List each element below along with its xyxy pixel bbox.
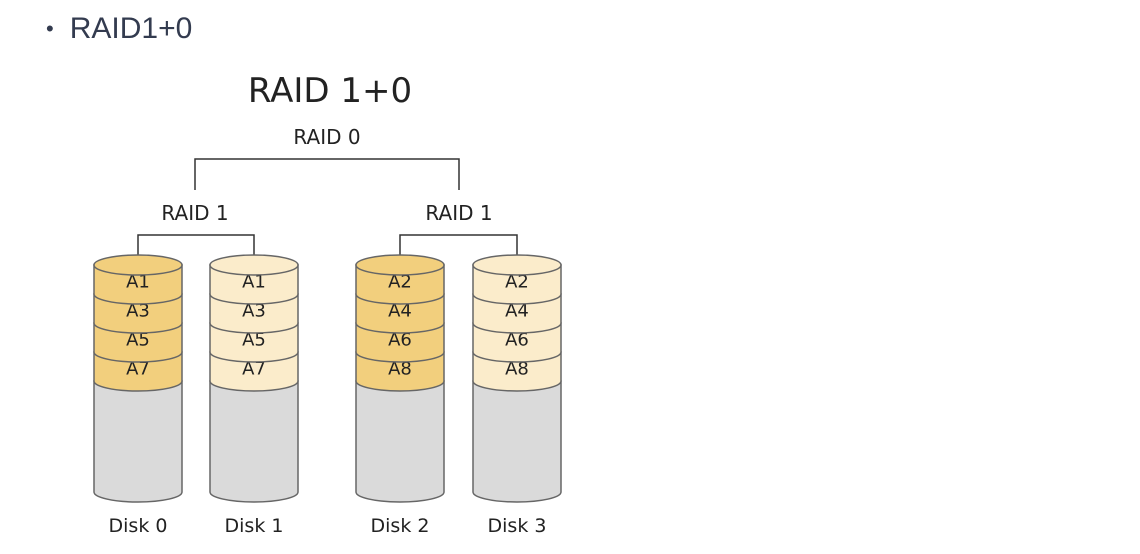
block-label: A5 [242, 330, 266, 351]
block-label: A3 [242, 301, 266, 322]
disk-block [355, 351, 445, 392]
disk-top-cap [209, 254, 299, 276]
disk-block [209, 351, 299, 392]
block-label: A6 [505, 330, 529, 351]
disk-block [209, 322, 299, 363]
raid1-connector [137, 234, 255, 265]
disk-block [209, 293, 299, 334]
disk-top-cap [355, 254, 445, 276]
disk-block [472, 322, 562, 363]
block-label: A4 [388, 301, 412, 322]
block-label: A8 [505, 359, 529, 380]
diagram-title: RAID 1+0 [248, 71, 412, 111]
disk-empty-space [209, 380, 299, 503]
disk-empty-space [472, 380, 562, 503]
block-label: A6 [388, 330, 412, 351]
block-label: A2 [505, 272, 529, 293]
disk-top-cap [93, 254, 183, 276]
disk-block [93, 322, 183, 363]
block-label: A3 [126, 301, 150, 322]
raid0-label: RAID 0 [293, 125, 360, 149]
raid0-connector [194, 158, 460, 190]
block-label: A7 [126, 359, 150, 380]
disk-top-cap [472, 254, 562, 276]
bullet-text: RAID1+0 [69, 12, 193, 45]
disk-block [472, 264, 562, 305]
block-label: A4 [505, 301, 529, 322]
disk-block [472, 351, 562, 392]
disk-block [93, 293, 183, 334]
disk-block [93, 264, 183, 305]
mirror-groups: RAID 1 RAID 1 [137, 201, 518, 265]
disk-block [355, 264, 445, 305]
raid1-label: RAID 1 [161, 201, 228, 225]
bullet-item: • RAID1+0 [46, 12, 192, 46]
disk-empty-space [93, 380, 183, 503]
disk-label: Disk 3 [488, 515, 547, 537]
block-label: A1 [242, 272, 266, 293]
bullet-dot: • [46, 16, 54, 41]
disk-block [472, 293, 562, 334]
block-label: A2 [388, 272, 412, 293]
block-label: A8 [388, 359, 412, 380]
block-label: A5 [126, 330, 150, 351]
disk-label: Disk 2 [371, 515, 430, 537]
disk-label: Disk 1 [225, 515, 284, 537]
block-label: A7 [242, 359, 266, 380]
disk-empty-space [355, 380, 445, 503]
block-label: A1 [126, 272, 150, 293]
disk-block [355, 322, 445, 363]
disk-block [209, 264, 299, 305]
disk-block [355, 293, 445, 334]
raid1-connector [399, 234, 518, 265]
raid1-label: RAID 1 [425, 201, 492, 225]
disk-block [93, 351, 183, 392]
disk-label: Disk 0 [109, 515, 168, 537]
